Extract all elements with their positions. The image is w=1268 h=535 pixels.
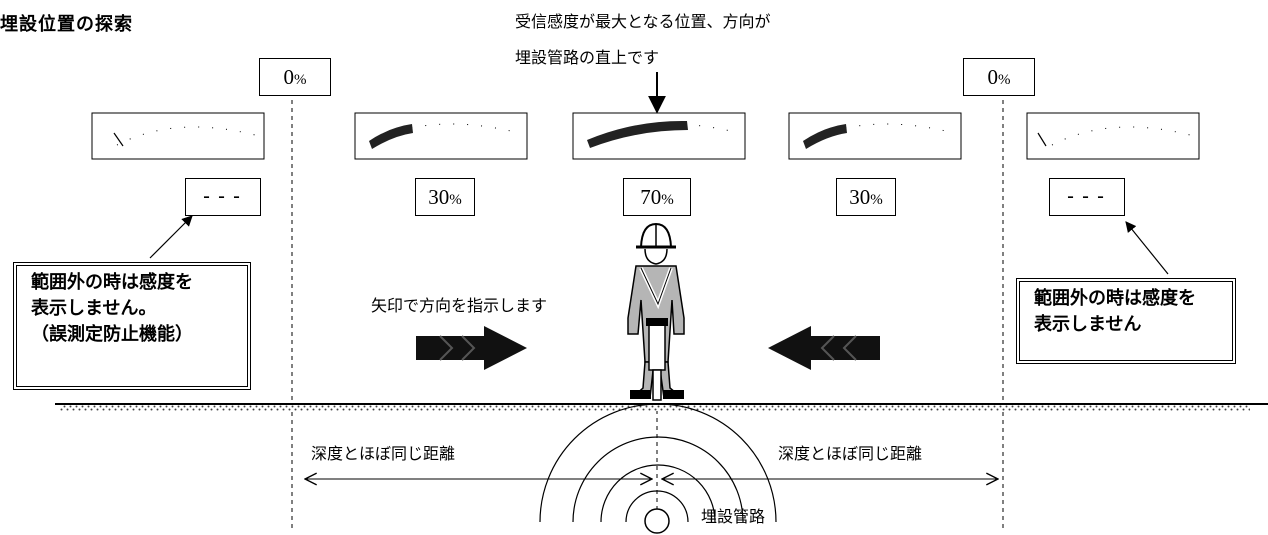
diagram-title: 埋設位置の探索 (0, 14, 133, 35)
pipe-signal-arcs (539, 403, 777, 523)
readout-left: 30% (415, 178, 475, 216)
readout-out-of-range-right: --- (1049, 178, 1125, 216)
meter-1-needle (113, 132, 124, 147)
meter-5 (1026, 112, 1200, 160)
warning-right-line2: 表示しません (1034, 314, 1142, 335)
readout-right: 30% (836, 178, 896, 216)
depth-label-left: 深度とほぼ同じ距離 (311, 444, 456, 463)
buried-pipe (644, 508, 670, 534)
readout-out-of-range-left: --- (185, 178, 261, 216)
warning-box-right: 範囲外の時は感度を 表示しません (1016, 278, 1236, 364)
warning-box-left: 範囲外の時は感度を 表示しません。 （誤測定防止機能） (13, 262, 251, 390)
direction-arrow-left (768, 326, 880, 370)
warning-left-line3: （誤測定防止機能） (31, 324, 193, 345)
readout-center: 70% (623, 178, 691, 216)
boundary-label-right: 0% (963, 58, 1035, 96)
meter-4-bar (803, 124, 847, 149)
meter-2 (354, 112, 528, 160)
pipe-label: 埋設管路 (701, 507, 766, 526)
meter-3 (572, 112, 746, 160)
ground-soil (60, 405, 1250, 411)
meter-1 (91, 112, 265, 160)
meter-5-needle (1037, 132, 1047, 147)
warning-right-line1: 範囲外の時は感度を (1034, 288, 1196, 309)
meter-4 (788, 112, 962, 160)
direction-arrow-right (416, 326, 527, 370)
top-note-line2: 埋設管路の直上です (515, 48, 660, 67)
meter-3-bar (587, 120, 688, 148)
top-note-line1: 受信感度が最大となる位置、方向が (515, 12, 771, 31)
arrow-note: 矢印で方向を指示します (371, 296, 548, 315)
depth-label-right: 深度とほぼ同じ距離 (778, 444, 923, 463)
warning-left-line1: 範囲外の時は感度を (31, 272, 193, 293)
callout-arrow-right (1125, 221, 1169, 275)
meter-2-bar (369, 124, 413, 149)
boundary-label-left: 0% (259, 58, 331, 96)
warning-left-line2: 表示しません。 (31, 298, 157, 319)
worker-figure (627, 222, 685, 401)
callout-arrow-left (149, 215, 193, 259)
